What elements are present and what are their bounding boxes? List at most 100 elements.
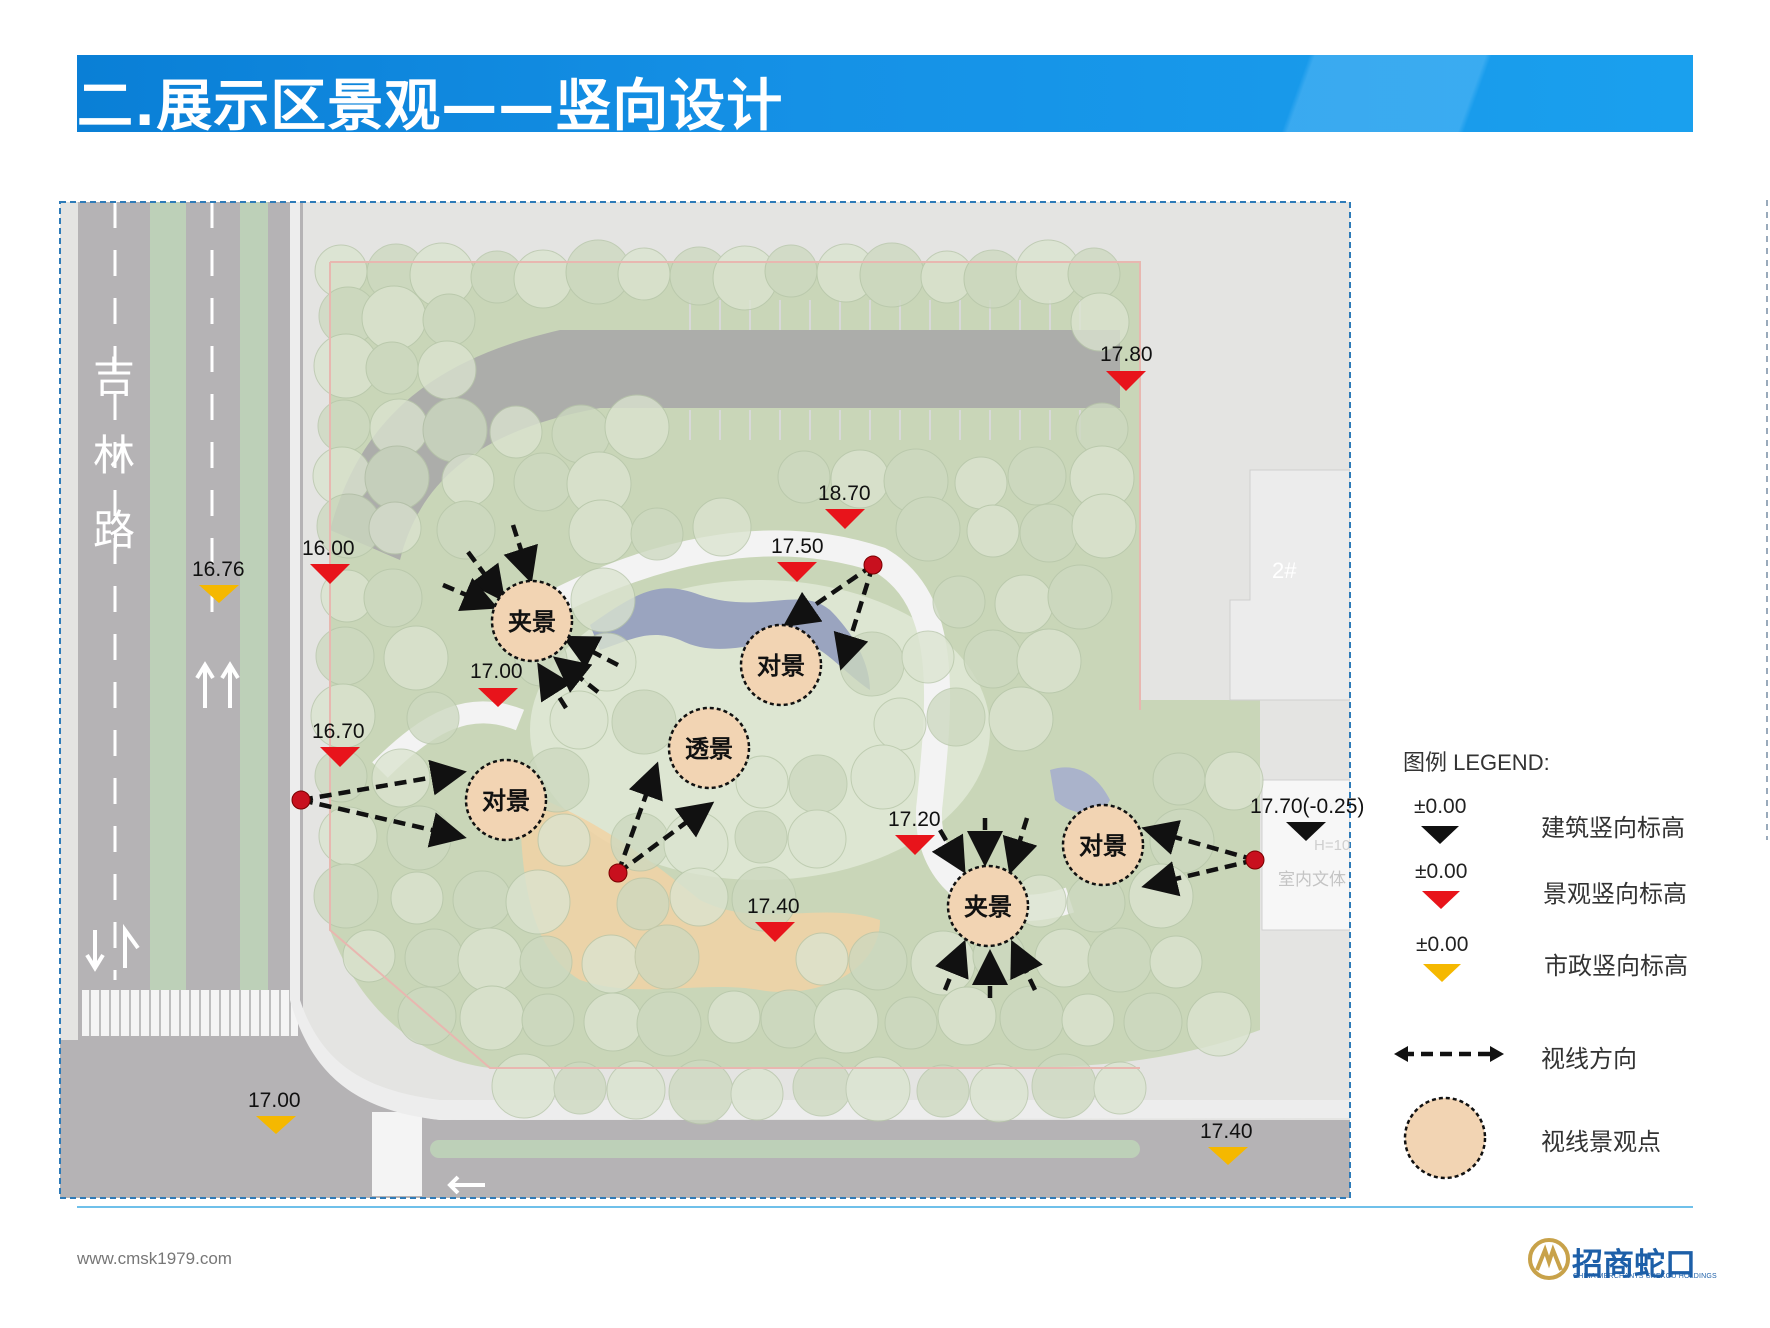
legend-building-label: 建筑竖向标高: [1541, 814, 1685, 842]
elev-17-50: 17.50: [771, 535, 824, 582]
tree: [616, 877, 670, 931]
tree: [583, 992, 643, 1052]
tree: [910, 930, 976, 996]
tree: [1204, 751, 1264, 811]
tree: [452, 870, 512, 930]
tree: [901, 630, 955, 684]
sightline-arrow: [935, 939, 969, 991]
tree: [1093, 1061, 1147, 1115]
tree: [315, 626, 375, 686]
tree: [1007, 446, 1067, 506]
tree: [850, 744, 916, 810]
tree: [954, 456, 1008, 510]
page-title: 二.展示区景观——竖向设计: [77, 74, 784, 132]
tree: [513, 452, 573, 512]
origin-dot-west: [291, 790, 311, 810]
legend-pm-landscape: ±0.00: [1415, 860, 1468, 883]
elevation-markers: 17.80 18.70 17.50 16.00 16.76 17.00 16.7…: [192, 343, 1364, 1165]
tree: [734, 810, 788, 864]
tree: [663, 811, 729, 877]
legend-pm-municipal: ±0.00: [1416, 933, 1469, 956]
tree: [937, 986, 997, 1046]
svg-text:夹景: 夹景: [964, 893, 1012, 921]
tree: [1016, 628, 1082, 694]
viewpoint-duijing-2: 对景: [464, 758, 548, 842]
tree: [760, 989, 820, 1049]
tree: [417, 340, 477, 400]
tree: [363, 568, 423, 628]
tree: [386, 805, 452, 871]
elev-17-40-b: 17.40: [1200, 1120, 1253, 1165]
legend-pm-building: ±0.00: [1414, 795, 1467, 818]
tree: [318, 806, 378, 866]
sightline-arrow: [782, 563, 875, 628]
tree: [568, 499, 634, 565]
tree: [1031, 1053, 1097, 1119]
tree: [988, 686, 1054, 752]
lane-dashes: [113, 202, 214, 980]
tree: [1123, 992, 1183, 1052]
sightline-arrow: [503, 524, 538, 584]
tree: [969, 1063, 1029, 1123]
tree: [611, 689, 677, 755]
tree: [383, 625, 449, 691]
tree: [604, 394, 670, 460]
origin-dot-east: [1245, 850, 1265, 870]
tree: [1149, 808, 1215, 874]
legend-landscape-label: 景观竖向标高: [1543, 880, 1687, 908]
tree: [1019, 503, 1079, 563]
tree: [895, 496, 961, 562]
tree: [707, 990, 761, 1044]
viewpoint-duijing-1: 对景: [739, 623, 823, 707]
title-bar-shade: [1133, 55, 1693, 132]
svg-text:夹景: 夹景: [508, 608, 556, 636]
elev-18-70: 18.70: [818, 482, 871, 529]
tree: [994, 574, 1054, 634]
tree: [436, 500, 496, 560]
tree: [1070, 292, 1130, 352]
sightline-arrow: [931, 828, 966, 874]
svg-text:对景: 对景: [1079, 832, 1127, 860]
tree: [932, 575, 986, 629]
tree: [916, 1064, 970, 1118]
svg-text:透景: 透景: [685, 735, 733, 763]
tree: [365, 341, 419, 395]
legend-black-triangle: [1421, 826, 1459, 844]
tree: [364, 445, 430, 511]
sightline-arrow: [442, 577, 499, 611]
sightline-arrow: [537, 662, 572, 710]
plan-frame: [59, 201, 1351, 1199]
legend-sightline-label: 视线方向: [1541, 1045, 1637, 1073]
tree: [792, 1057, 852, 1117]
tree: [577, 632, 637, 692]
tree: [422, 397, 488, 463]
svg-text:17.00: 17.00: [470, 660, 523, 683]
plan-base: [60, 202, 1350, 1198]
tree: [570, 567, 636, 633]
tree: [1047, 564, 1113, 630]
sightline-arrow: [300, 759, 467, 803]
building-label: 2#: [1272, 558, 1297, 583]
tree: [788, 754, 848, 814]
tree: [634, 924, 700, 990]
tree: [1087, 927, 1153, 993]
indoor-label: 室内文体: [1278, 870, 1346, 890]
tree: [404, 928, 464, 988]
tree: [873, 697, 927, 751]
tree: [368, 501, 422, 555]
tree: [963, 249, 1023, 309]
tree: [730, 1067, 784, 1121]
sightline-origins: [291, 555, 1265, 883]
tree: [1061, 993, 1115, 1047]
svg-text:对景: 对景: [482, 787, 530, 815]
tree: [926, 687, 986, 747]
tree: [491, 1053, 557, 1119]
tree: [966, 504, 1020, 558]
tree: [1071, 493, 1137, 559]
road-char-3: 路: [93, 506, 135, 555]
svg-text:16.76: 16.76: [192, 558, 245, 581]
elev-17-20: 17.20: [888, 808, 941, 855]
tree: [813, 988, 879, 1054]
tree: [390, 871, 444, 925]
tree: [884, 996, 938, 1050]
